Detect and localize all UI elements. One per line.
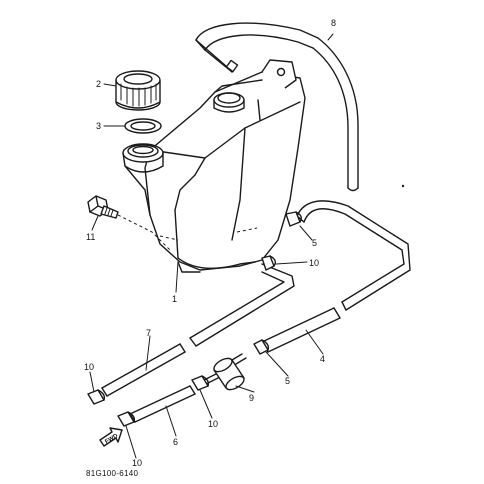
hose-6 [129,385,196,423]
callout-8: 8 [331,18,336,28]
callout-4: 4 [320,354,325,364]
callout-9: 9 [249,393,254,403]
callout-11: 11 [86,232,95,242]
cap-gasket-3 [124,118,162,134]
callout-1: 1 [172,294,177,304]
hose-clip-5-upper [285,211,303,227]
callout-5-lower: 5 [285,376,290,386]
hose-clip-10-lower [117,411,136,427]
mounting-bolt-11 [87,195,171,251]
hose-clip-10-upper [261,255,277,271]
hose-7 [101,343,186,397]
leader-lines [89,33,334,459]
breather-hose-8 [195,22,359,192]
callout-7: 7 [146,328,151,338]
return-hose-loop [296,200,411,311]
callout-3: 3 [96,121,101,131]
inline-filter-9 [203,353,247,391]
hose-clip-10-left [87,389,106,405]
callout-10-lower: 10 [132,458,142,468]
coolant-reservoir-tank-1 [122,59,306,273]
callout-10-upper: 10 [309,258,319,268]
hose-clip-5-lower [253,339,270,355]
callout-10-left: 10 [84,362,94,372]
forward-arrow-icon: FWD [99,427,123,447]
drawing-code: 81G100-6140 [86,469,138,478]
reservoir-cap-2 [115,70,161,111]
callout-5-upper: 5 [312,238,317,248]
hose-clip-10-middle [191,375,210,391]
stray-mark [401,184,405,188]
callout-10-middle: 10 [208,419,218,429]
overflow-hose-1 [189,263,295,347]
callout-2: 2 [96,79,101,89]
callout-6: 6 [173,437,178,447]
hose-4 [261,307,341,353]
